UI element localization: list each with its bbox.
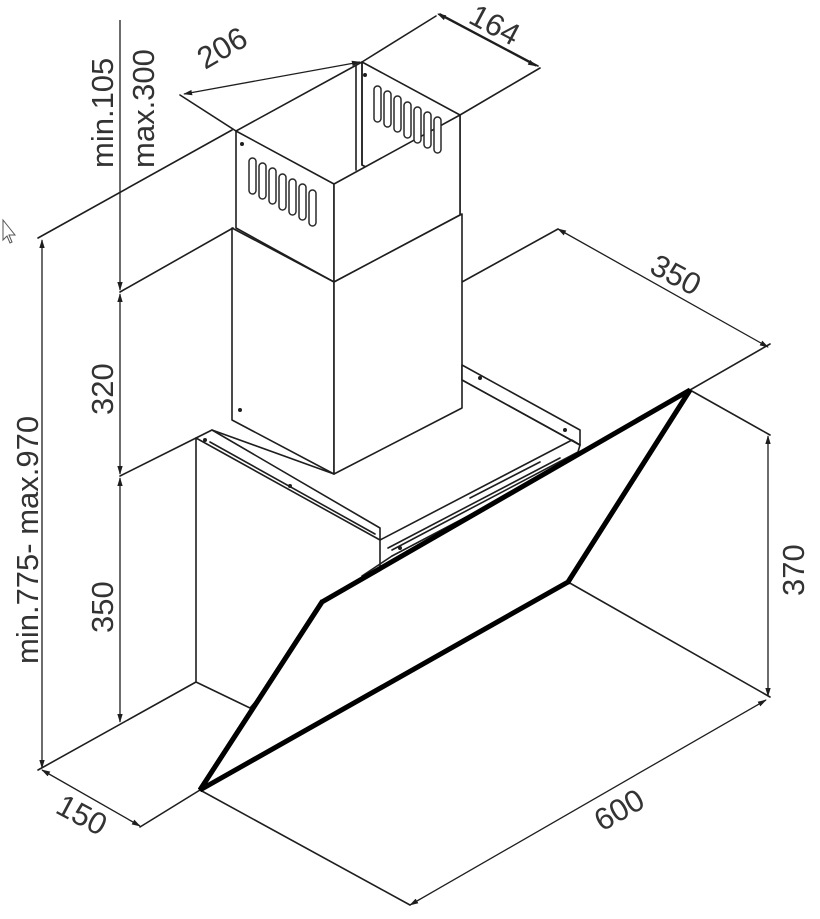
dimension-lines xyxy=(39,13,771,906)
vent-slots-right xyxy=(373,85,442,154)
label-canopy-depth: 350 xyxy=(645,247,707,302)
label-top-depth: 164 xyxy=(464,0,526,52)
label-body-height: 350 xyxy=(85,581,120,633)
lower-chimney xyxy=(231,213,463,475)
hood-body xyxy=(195,364,581,709)
label-chimney-height: 320 xyxy=(85,363,120,415)
label-total-height: min.775- max.970 xyxy=(10,416,45,664)
mouse-pointer-icon xyxy=(2,218,17,244)
vent-slots-left xyxy=(248,157,317,227)
label-canopy-height: 370 xyxy=(776,544,811,596)
upper-chimney xyxy=(235,61,461,283)
label-chimney-adjust-min: min.105 xyxy=(85,58,120,168)
label-top-width: 206 xyxy=(191,20,253,76)
label-width: 600 xyxy=(588,782,650,838)
label-base-depth: 150 xyxy=(51,787,113,842)
label-chimney-adjust-max: max.300 xyxy=(126,49,161,168)
glass-canopy xyxy=(197,387,693,793)
